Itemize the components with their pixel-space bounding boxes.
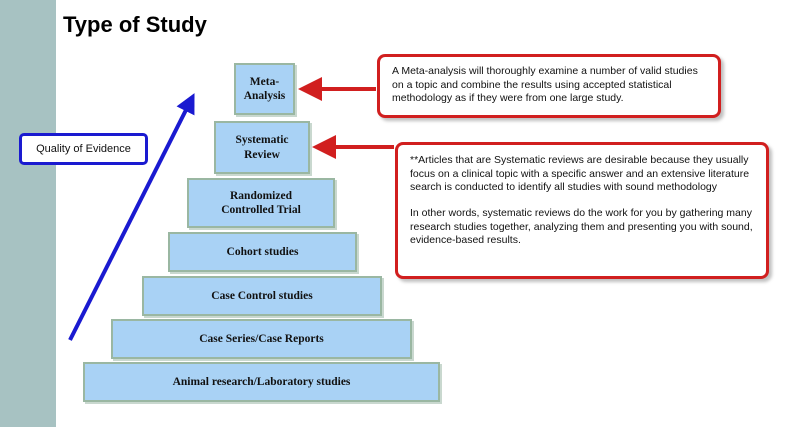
pyramid-level-meta-analysis: Meta- Analysis [234,63,295,115]
pyramid-level-label: Animal research/Laboratory studies [172,375,351,388]
side-accent-bar [0,0,56,427]
pyramid-level-label: Meta- Analysis [243,75,286,102]
pyramid-level-label: Case Control studies [211,289,313,302]
pyramid-level-label: Cohort studies [226,245,299,258]
pyramid-level-systematic-review: Systematic Review [214,121,310,174]
meta-analysis-callout: A Meta-analysis will thoroughly examine … [377,54,721,118]
systematic-review-callout: **Articles that are Systematic reviews a… [395,142,769,279]
quality-of-evidence-label: Quality of Evidence [19,133,148,165]
pyramid-level-label: Systematic Review [235,134,289,161]
meta-analysis-callout-text: A Meta-analysis will thoroughly examine … [392,65,698,105]
quality-of-evidence-arrow [68,93,195,341]
pyramid-level-randomized-controlled-trial: Randomized Controlled Trial [187,178,335,228]
systematic-review-callout-text-2: In other words, systematic reviews do th… [410,206,753,247]
pyramid-level-label: Case Series/Case Reports [199,332,324,345]
pyramid-level-cohort-studies: Cohort studies [168,232,357,272]
pyramid-level-label: Randomized Controlled Trial [221,189,301,216]
quality-of-evidence-text: Quality of Evidence [36,143,131,155]
pyramid-level-case-series: Case Series/Case Reports [111,319,412,359]
slide-title: Type of Study [63,12,207,37]
pyramid-level-case-control-studies: Case Control studies [142,276,382,316]
systematic-review-callout-text-1: **Articles that are Systematic reviews a… [410,154,750,194]
pyramid-level-animal-research: Animal research/Laboratory studies [83,362,440,402]
